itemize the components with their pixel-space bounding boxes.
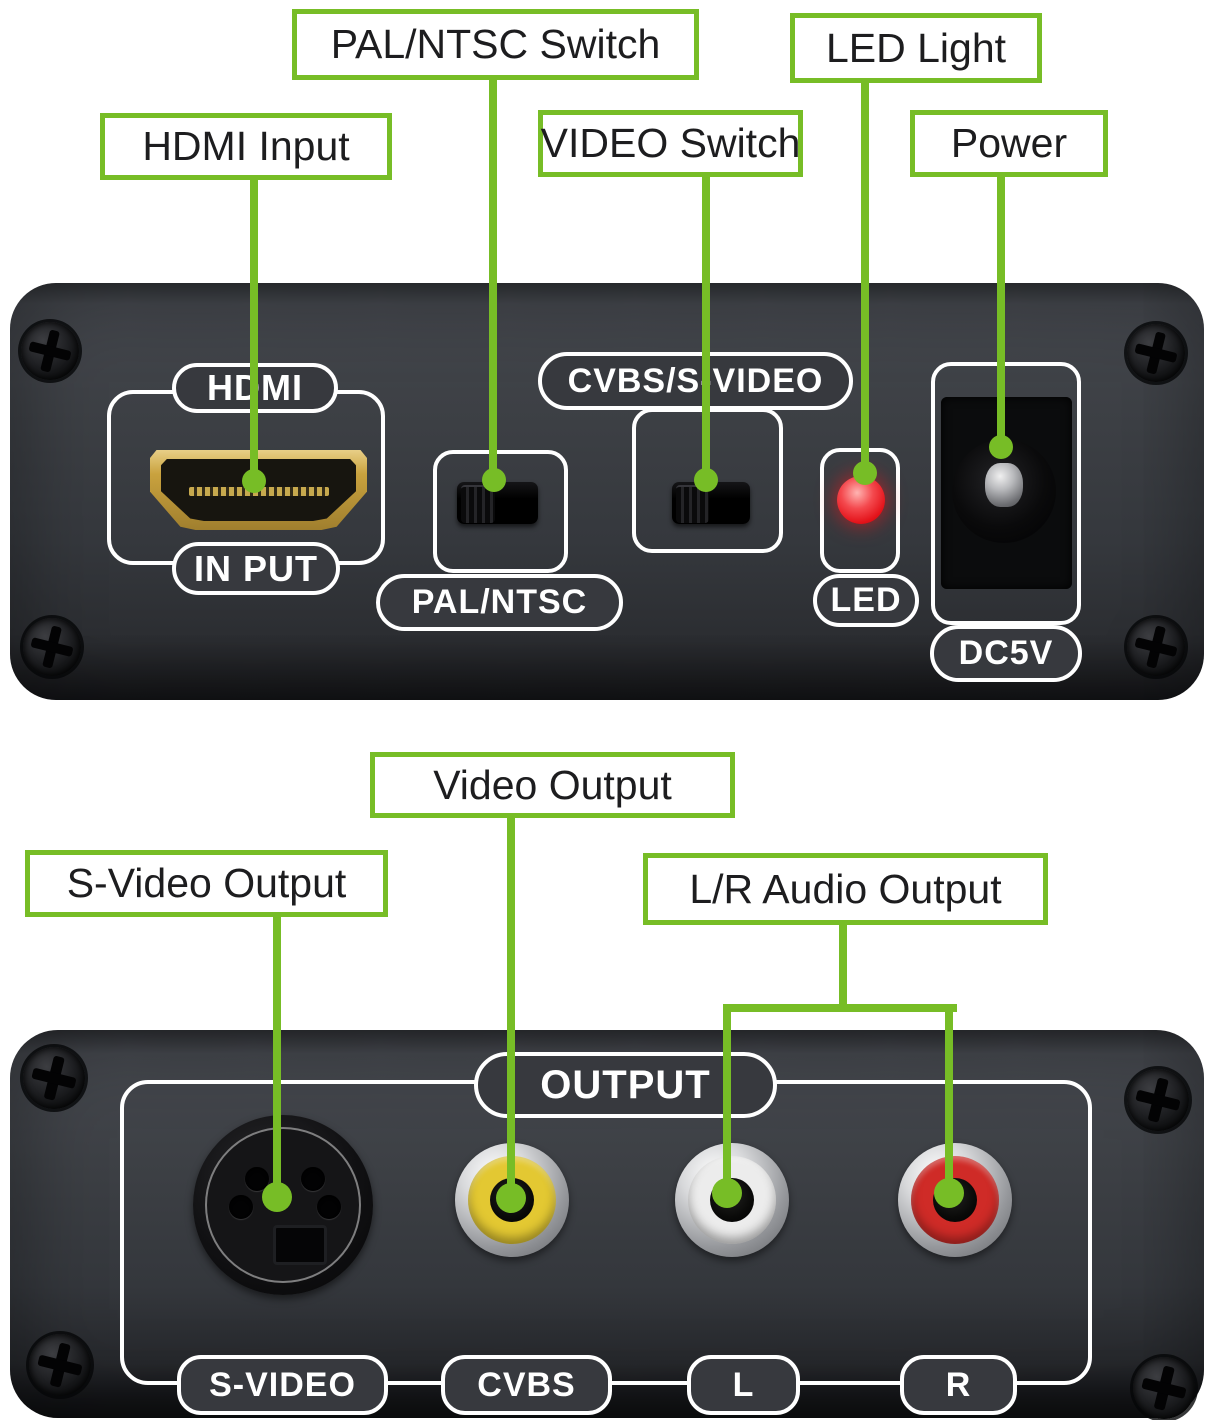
pal-ntsc-outline-box xyxy=(433,450,568,573)
callout-pal-ntsc-switch: PAL/NTSC Switch xyxy=(292,9,699,80)
leader-line-led-light xyxy=(861,81,869,473)
screw-icon xyxy=(23,618,81,676)
panel-label-dc5v: DC5V xyxy=(930,625,1082,682)
panel-label-output: OUTPUT xyxy=(474,1052,777,1118)
panel-label-cvbs: CVBS xyxy=(441,1355,612,1415)
marker-dot-audio-right xyxy=(934,1178,964,1208)
s-video-pin-hole xyxy=(301,1167,325,1191)
screw-icon xyxy=(23,1047,85,1109)
leader-line-hdmi-input xyxy=(250,178,258,481)
leader-line-audio-right xyxy=(945,1004,953,1196)
marker-dot-power xyxy=(989,435,1013,459)
screw-icon xyxy=(1133,1357,1195,1419)
s-video-pin-hole xyxy=(229,1195,253,1219)
marker-dot-audio-left xyxy=(712,1178,742,1208)
panel-label-pal-ntsc: PAL/NTSC xyxy=(376,574,623,631)
marker-dot-video-output xyxy=(496,1183,526,1213)
dc-power-jack xyxy=(941,397,1072,589)
callout-s-video-output: S-Video Output xyxy=(25,850,388,917)
leader-line-s-video-output xyxy=(273,915,281,1199)
dc-outline-box xyxy=(931,362,1081,625)
leader-line-audio-left xyxy=(723,1004,731,1196)
marker-dot-pal-ntsc-switch xyxy=(482,468,506,492)
leader-line-lr-audio-stem xyxy=(839,923,847,1012)
screw-icon xyxy=(21,322,79,380)
panel-label-r: R xyxy=(900,1355,1017,1415)
callout-power: Power xyxy=(910,110,1108,177)
leader-line-video-output xyxy=(507,816,515,1200)
panel-label-l: L xyxy=(687,1355,800,1415)
marker-dot-s-video-output xyxy=(262,1182,292,1212)
panel-label-led: LED xyxy=(813,574,919,627)
screw-icon xyxy=(29,1334,91,1396)
leader-line-pal-ntsc-switch xyxy=(489,78,497,480)
marker-dot-led-light xyxy=(853,461,877,485)
callout-video-switch: VIDEO Switch xyxy=(538,110,803,177)
leader-line-lr-audio-bracket xyxy=(723,1004,957,1012)
callout-lr-audio-output: L/R Audio Output xyxy=(643,853,1048,925)
callout-hdmi-input: HDMI Input xyxy=(100,113,392,180)
s-video-pin-hole xyxy=(317,1195,341,1219)
screw-icon xyxy=(1127,1069,1189,1131)
marker-dot-hdmi-input xyxy=(242,469,266,493)
leader-line-power xyxy=(997,175,1005,447)
panel-label-cvbs-svideo: CVBS/S-VIDEO xyxy=(538,352,853,410)
callout-led-light: LED Light xyxy=(790,13,1042,83)
screw-icon xyxy=(1127,618,1185,676)
leader-line-video-switch xyxy=(702,175,710,480)
screw-icon xyxy=(1127,324,1185,382)
dc-center-pin xyxy=(985,463,1023,507)
marker-dot-video-switch xyxy=(694,468,718,492)
panel-label-s-video: S-VIDEO xyxy=(177,1355,388,1415)
s-video-key-slot xyxy=(273,1225,327,1265)
led-outline-box xyxy=(820,448,900,573)
callout-video-output: Video Output xyxy=(370,752,735,818)
panel-label-input: IN PUT xyxy=(172,542,340,595)
